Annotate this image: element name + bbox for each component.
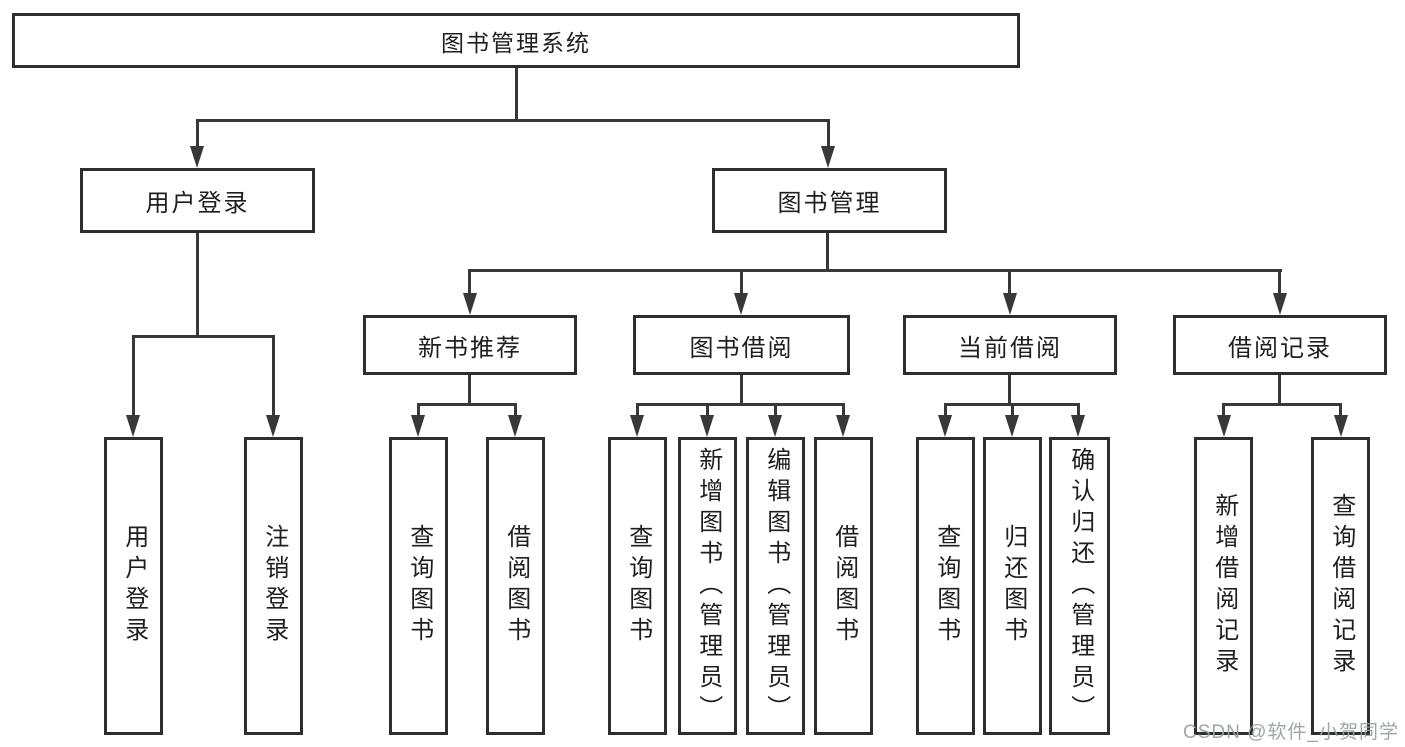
arrowhead-down-icon (768, 415, 782, 437)
connector-line (196, 119, 830, 122)
arrowhead-down-icon (836, 415, 850, 437)
connector-line (272, 335, 275, 417)
node-label: 归还图书 (999, 524, 1027, 648)
connector-line (196, 119, 199, 151)
leaf-query-books-current: 查询图书 (916, 437, 975, 735)
node-current-borrowing: 当前借阅 (903, 315, 1117, 375)
arrowhead-down-icon (126, 415, 140, 437)
connector-line (1011, 403, 1014, 417)
connector-line (417, 403, 420, 417)
connector-line (1008, 375, 1011, 406)
connector-line (826, 233, 829, 271)
leaf-add-borrow-record: 新增借阅记录 (1194, 437, 1253, 735)
arrowhead-down-icon (821, 146, 835, 168)
node-user-login: 用户登录 (80, 168, 315, 233)
connector-line (1278, 269, 1281, 295)
connector-line (515, 68, 518, 121)
connector-line (132, 335, 135, 417)
node-label: 确认归还（管理员） (1066, 446, 1094, 726)
leaf-borrow-books-recommend: 借阅图书 (486, 437, 545, 735)
leaf-confirm-return-admin: 确认归还（管理员） (1049, 437, 1110, 735)
node-label: 编辑图书（管理员） (762, 446, 790, 726)
node-label: 当前借阅 (958, 334, 1062, 362)
node-label: 注销登录 (260, 524, 288, 648)
connector-line (827, 119, 830, 151)
node-label: 查询借阅记录 (1327, 493, 1355, 679)
node-label: 图书管理系统 (441, 29, 591, 56)
node-label: 图书管理 (777, 190, 882, 217)
leaf-user-login: 用户登录 (104, 437, 163, 735)
arrowhead-down-icon (190, 146, 204, 168)
connector-line (1222, 403, 1342, 406)
connector-line (1222, 403, 1225, 417)
node-label: 查询图书 (624, 524, 652, 648)
leaf-query-borrow-record: 查询借阅记录 (1311, 437, 1370, 735)
node-root-library-system: 图书管理系统 (12, 13, 1020, 68)
arrowhead-down-icon (734, 293, 748, 315)
arrowhead-down-icon (463, 293, 477, 315)
arrowhead-down-icon (266, 415, 280, 437)
arrowhead-down-icon (630, 415, 644, 437)
arrowhead-down-icon (1273, 293, 1287, 315)
connector-line (196, 233, 199, 337)
node-borrowing-records: 借阅记录 (1173, 315, 1387, 375)
connector-line (636, 403, 639, 417)
leaf-query-books-borrowing: 查询图书 (608, 437, 667, 735)
node-book-management: 图书管理 (712, 168, 947, 233)
node-label: 用户登录 (120, 524, 148, 648)
connector-line (1077, 403, 1080, 417)
arrowhead-down-icon (1071, 415, 1085, 437)
connector-line (514, 403, 517, 417)
leaf-edit-book-admin: 编辑图书（管理员） (746, 437, 805, 735)
connector-line (740, 269, 743, 295)
arrowhead-down-icon (1334, 415, 1348, 437)
node-new-book-recommend: 新书推荐 (363, 315, 577, 375)
connector-line (944, 403, 947, 417)
csdn-watermark: CSDN @软件_小贺同学 (1183, 722, 1399, 743)
arrowhead-down-icon (508, 415, 522, 437)
connector-line (706, 403, 709, 417)
arrowhead-down-icon (1217, 415, 1231, 437)
leaf-borrow-books: 借阅图书 (814, 437, 873, 735)
leaf-return-book: 归还图书 (983, 437, 1042, 735)
node-label: 用户登录 (145, 190, 250, 217)
connector-line (417, 403, 517, 406)
connector-line (468, 375, 471, 406)
connector-line (842, 403, 845, 417)
node-label: 新书推荐 (418, 334, 522, 362)
connector-line (774, 403, 777, 417)
connector-line (1278, 375, 1281, 406)
connector-line (468, 269, 471, 295)
arrowhead-down-icon (411, 415, 425, 437)
node-label: 借阅记录 (1228, 334, 1332, 362)
connector-line (1008, 269, 1011, 295)
arrowhead-down-icon (1003, 293, 1017, 315)
arrowhead-down-icon (700, 415, 714, 437)
arrowhead-down-icon (938, 415, 952, 437)
node-label: 新增图书（管理员） (694, 446, 722, 726)
node-label: 借阅图书 (502, 524, 530, 648)
connector-line (636, 403, 845, 406)
arrowhead-down-icon (1005, 415, 1019, 437)
connector-line (1339, 403, 1342, 417)
node-book-borrowing: 图书借阅 (633, 315, 850, 375)
connector-line (469, 269, 1282, 272)
leaf-logout: 注销登录 (244, 437, 303, 735)
connector-line (740, 375, 743, 406)
node-label: 查询图书 (405, 524, 433, 648)
node-label: 图书借阅 (689, 334, 794, 362)
node-label: 查询图书 (932, 524, 960, 648)
leaf-add-book-admin: 新增图书（管理员） (678, 437, 737, 735)
leaf-query-books-recommend: 查询图书 (389, 437, 448, 735)
node-label: 新增借阅记录 (1210, 493, 1238, 679)
connector-line (132, 335, 275, 338)
node-label: 借阅图书 (830, 524, 858, 648)
